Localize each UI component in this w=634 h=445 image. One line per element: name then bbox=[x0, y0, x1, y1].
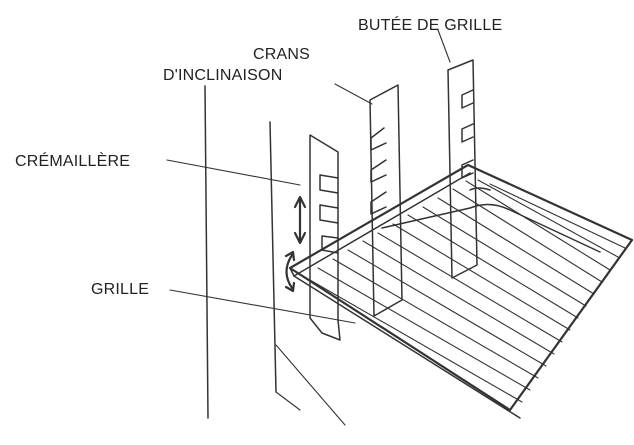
leader-lines bbox=[166, 29, 451, 324]
label-grid-stop: BUTÉE DE GRILLE bbox=[358, 15, 502, 34]
oven-side-wall bbox=[204, 85, 346, 426]
label-grid: GRILLE bbox=[91, 281, 149, 298]
label-tilt-notches-line1: CRANS bbox=[253, 46, 310, 63]
rack-support bbox=[309, 134, 341, 341]
label-rack: CRÉMAILLÈRE bbox=[15, 151, 130, 170]
label-tilt-notches-line2: D'INCLINAISON bbox=[163, 67, 282, 84]
tilt-notch-plate bbox=[369, 84, 403, 317]
tilt-arrow bbox=[284, 250, 296, 293]
oven-grid bbox=[288, 163, 634, 419]
vertical-arrow bbox=[293, 195, 307, 245]
